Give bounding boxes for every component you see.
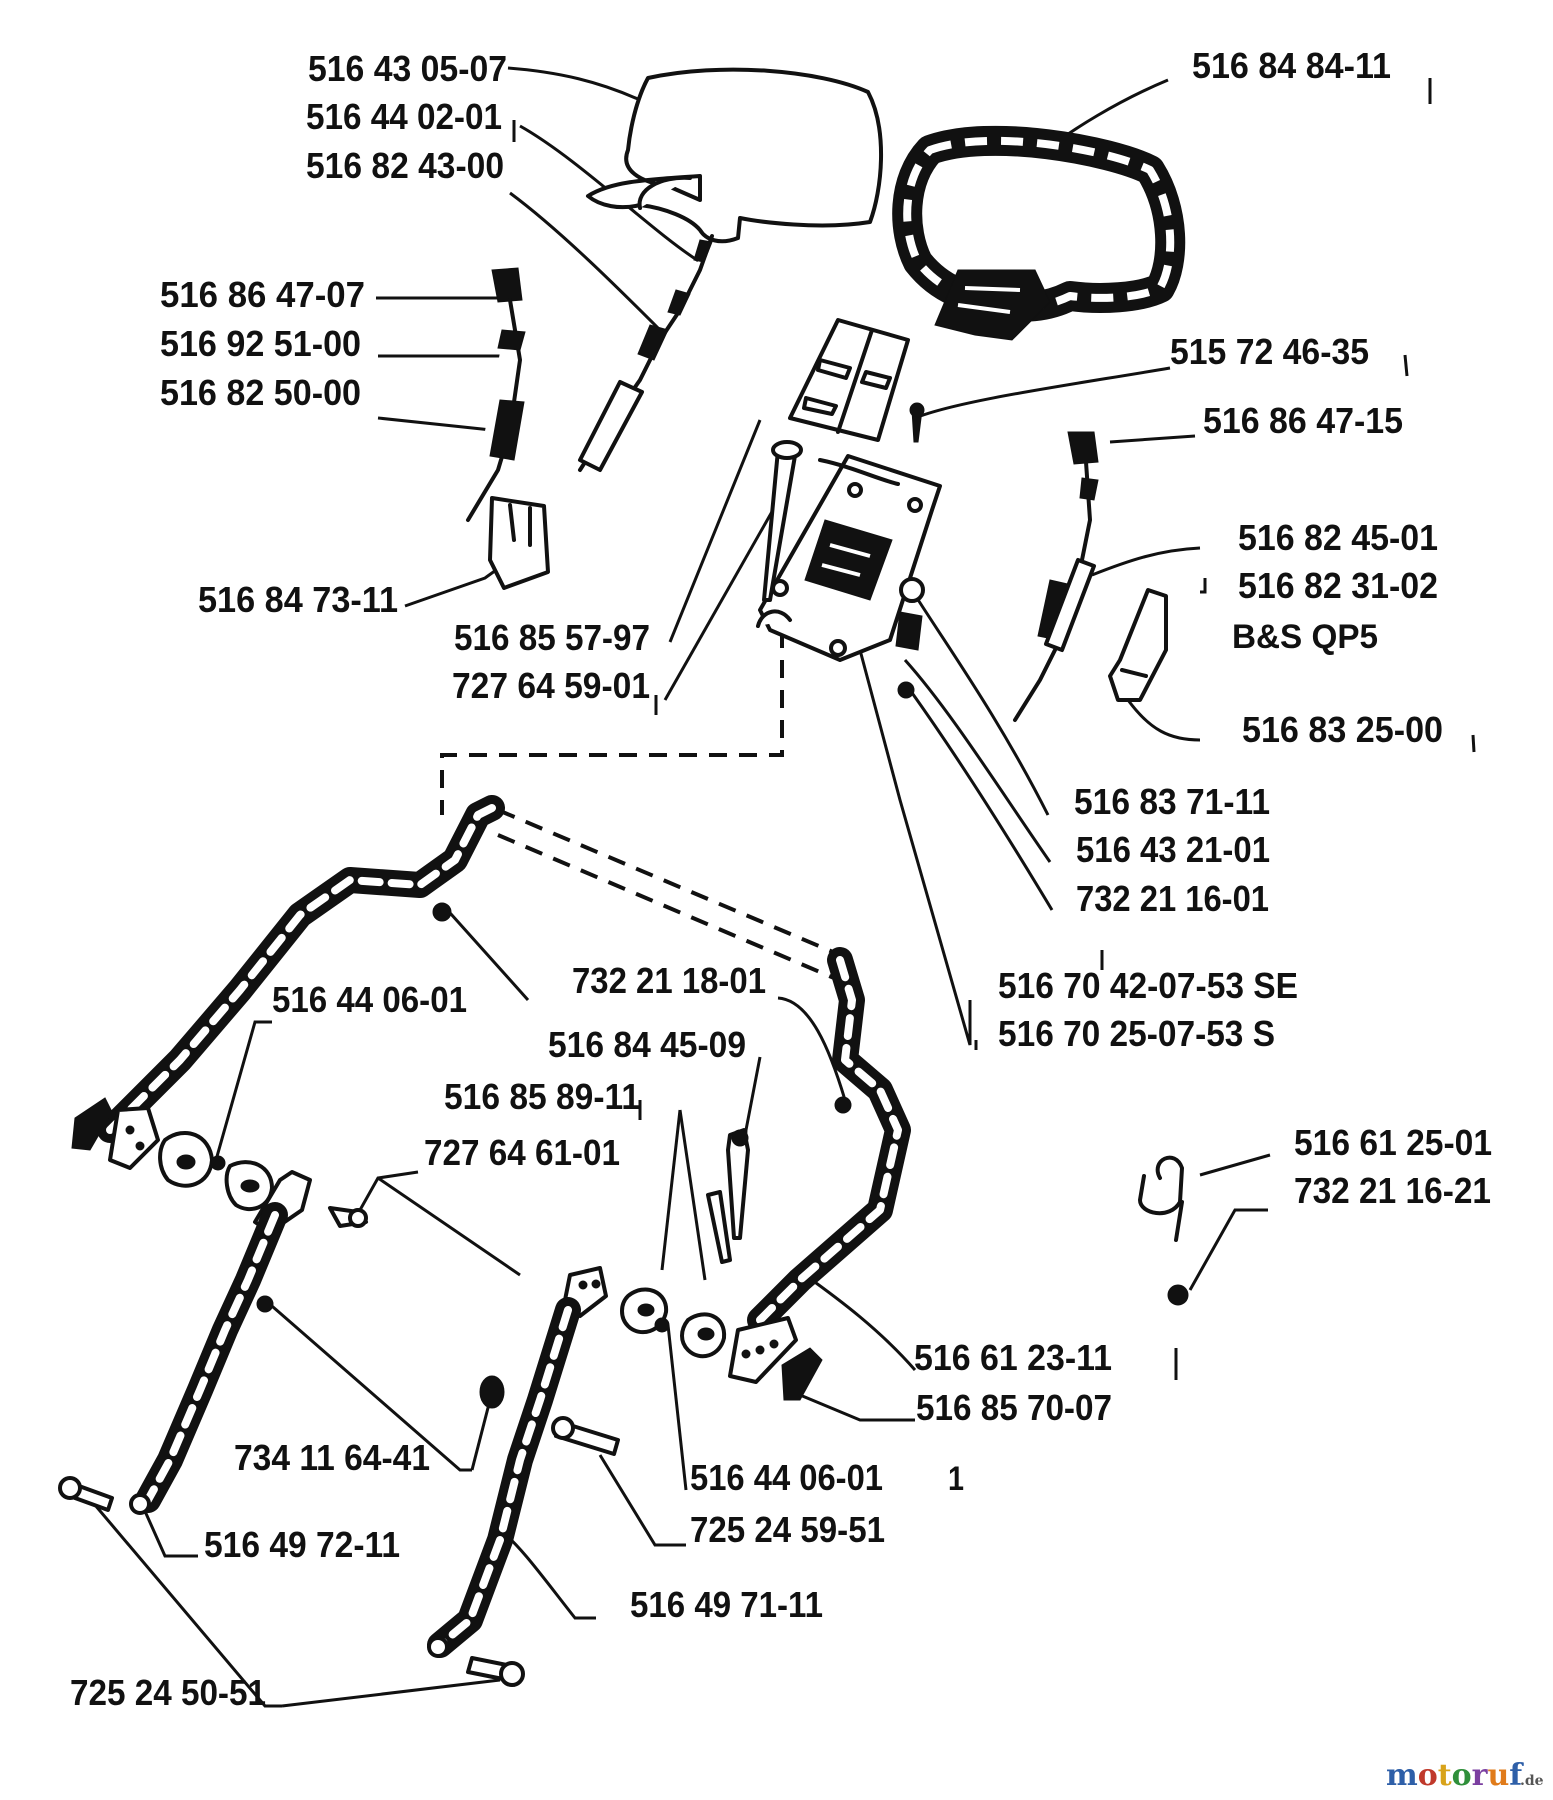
label-516-44-06-01-upper: 516 44 06-01: [272, 979, 467, 1020]
label-734-11-64-41: 734 11 64-41: [234, 1437, 430, 1478]
tick-marks: [512, 78, 1476, 1380]
watermark-tld: .de: [1520, 1773, 1544, 1789]
label-engine-bs-qp5: B&S QP5: [1232, 618, 1378, 656]
label-725-24-59-51: 725 24 59-51: [690, 1509, 885, 1550]
label-516-84-73-11: 516 84 73-11: [198, 579, 398, 620]
watermark-letter: u: [1487, 1758, 1509, 1793]
label-516-70-42-07-53-se: 516 70 42-07-53 SE: [998, 965, 1298, 1006]
label-727-64-61-01: 727 64 61-01: [424, 1132, 620, 1173]
upper-handle-bar: [97, 795, 911, 1333]
lower-handle-left: [129, 1170, 312, 1515]
part-drawings: [58, 67, 1189, 1687]
bs-bracket: [1108, 588, 1168, 702]
label-516-82-43-00: 516 82 43-00: [306, 145, 504, 186]
label-516-83-25-00: 516 83 25-00: [1242, 709, 1443, 750]
label-516-83-71-11: 516 83 71-11: [1074, 781, 1270, 822]
assembly-dashed-lines: [440, 630, 841, 980]
label-516-44-06-01-lower: 516 44 06-01: [690, 1457, 883, 1498]
watermark-letter: m: [1386, 1758, 1418, 1793]
label-516-61-25-01: 516 61 25-01: [1294, 1122, 1492, 1163]
label-516-85-70-07: 516 85 70-07: [916, 1387, 1112, 1428]
label-727-64-59-01: 727 64 59-01: [452, 665, 650, 706]
label-516-86-47-15: 516 86 47-15: [1203, 400, 1403, 441]
label-516-82-45-01: 516 82 45-01: [1238, 517, 1438, 558]
watermark-letter: t: [1438, 1758, 1452, 1793]
label-516-84-45-09: 516 84 45-09: [548, 1024, 746, 1065]
label-516-49-71-11: 516 49 71-11: [630, 1584, 823, 1625]
label-516-49-72-11: 516 49 72-11: [204, 1524, 400, 1565]
label-732-21-18-01: 732 21 18-01: [572, 960, 766, 1001]
watermark-logo: motoruf .de: [1386, 1758, 1544, 1793]
watermark-letter: o: [1452, 1758, 1472, 1793]
label-732-21-16-01: 732 21 16-01: [1076, 878, 1269, 919]
watermark-brand: motoruf: [1386, 1758, 1524, 1793]
cable-right-lever: [1067, 431, 1099, 465]
bail-loop-left: [586, 67, 883, 244]
label-516-92-51-00: 516 92 51-00: [160, 323, 361, 364]
watermark-letter: o: [1418, 1758, 1438, 1793]
label-516-43-21-01: 516 43 21-01: [1076, 829, 1270, 870]
label-725-24-50-51: 725 24 50-51: [70, 1672, 266, 1713]
watermark-letter: r: [1472, 1758, 1489, 1793]
label-515-72-46-35: 515 72 46-35: [1170, 331, 1369, 372]
clip-bracket: [1138, 1155, 1184, 1216]
label-516-82-31-02: 516 82 31-02: [1238, 565, 1438, 606]
page-mark: 1: [948, 1460, 964, 1498]
label-516-70-25-07-53-s: 516 70 25-07-53 S: [998, 1013, 1275, 1054]
label-516-82-50-00: 516 82 50-00: [160, 372, 361, 413]
label-516-61-23-11: 516 61 23-11: [914, 1337, 1112, 1378]
bail-loop-right: [892, 125, 1186, 341]
label-516-43-05-07: 516 43 05-07: [308, 48, 507, 89]
part-labels: 516 43 05-07 516 44 02-01 516 82 43-00 5…: [70, 45, 1492, 1713]
label-516-85-57-97: 516 85 57-97: [454, 617, 650, 658]
label-732-21-16-21: 732 21 16-21: [1294, 1170, 1491, 1211]
cable-left-lever: [491, 267, 523, 303]
label-516-86-47-07: 516 86 47-07: [160, 274, 365, 315]
label-516-44-02-01: 516 44 02-01: [306, 96, 502, 137]
lower-handle-right: [427, 1266, 608, 1658]
label-516-84-84-11: 516 84 84-11: [1192, 45, 1391, 86]
watermark-letter: f: [1509, 1758, 1524, 1793]
label-516-85-89-11: 516 85 89-11: [444, 1076, 640, 1117]
